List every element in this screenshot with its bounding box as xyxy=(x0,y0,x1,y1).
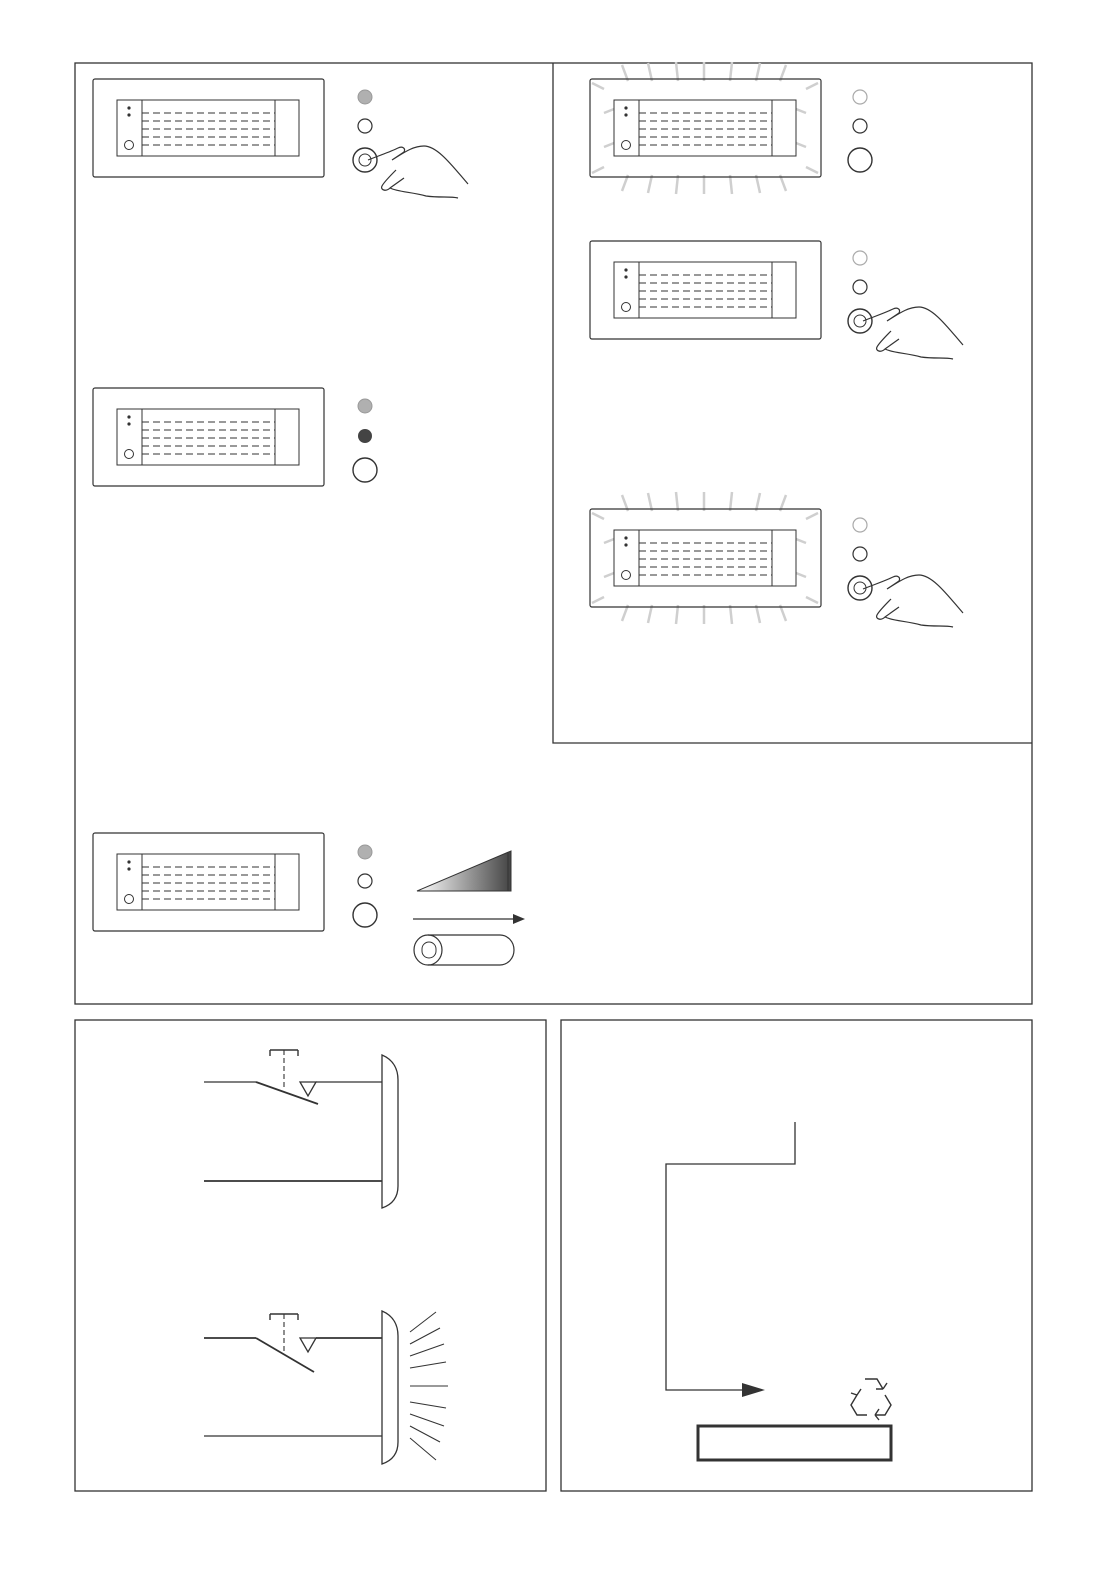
switch-closed-icon xyxy=(204,1311,398,1464)
hand-pointer-icon xyxy=(863,575,963,627)
led-indicator-mid xyxy=(358,119,372,133)
led-indicator-mid xyxy=(358,874,372,888)
recycle-icon xyxy=(851,1379,891,1420)
heater-glow-icon xyxy=(590,492,821,624)
hand-pointer-icon xyxy=(368,146,468,198)
power-button xyxy=(848,576,872,600)
led-indicator-top xyxy=(358,90,372,104)
led-indicator-top xyxy=(358,845,372,859)
led-indicator-mid xyxy=(358,429,372,443)
heater-icon xyxy=(93,79,324,177)
arrow-right-icon xyxy=(413,914,525,924)
ramp-wedge-icon xyxy=(417,851,511,891)
led-indicator-mid xyxy=(853,280,867,294)
led-indicator-top xyxy=(853,251,867,265)
hand-pointer-icon xyxy=(863,307,963,359)
step-2 xyxy=(93,388,377,486)
led-indicator-mid xyxy=(853,547,867,561)
step-4 xyxy=(590,241,963,359)
power-button xyxy=(353,458,377,482)
power-button xyxy=(848,309,872,333)
switch-open-icon xyxy=(204,1050,382,1181)
heater-icon xyxy=(93,833,324,931)
disposal-arrow-icon xyxy=(666,1122,795,1397)
power-button xyxy=(353,148,377,172)
step-3 xyxy=(590,62,872,194)
timer-cylinder-icon xyxy=(414,935,514,965)
heater-icon xyxy=(590,241,821,339)
power-button xyxy=(353,903,377,927)
led-indicator-top xyxy=(853,518,867,532)
step-1 xyxy=(93,79,468,198)
heater-icon xyxy=(93,388,324,486)
heat-rays-icon xyxy=(410,1312,448,1460)
bottom-right-panel-frame xyxy=(561,1020,1032,1491)
led-indicator-mid xyxy=(853,119,867,133)
heater-glow-icon xyxy=(590,62,821,194)
heater-side-icon xyxy=(382,1055,398,1208)
led-indicator-top xyxy=(853,90,867,104)
wiring-diagram xyxy=(204,1050,448,1464)
led-indicator-top xyxy=(358,399,372,413)
step-5 xyxy=(590,492,963,627)
step-6 xyxy=(93,833,525,965)
power-button xyxy=(848,148,872,172)
disposal-diagram xyxy=(666,1122,891,1460)
bin-box-icon xyxy=(698,1426,891,1460)
top-panel-frame xyxy=(75,63,1032,1004)
